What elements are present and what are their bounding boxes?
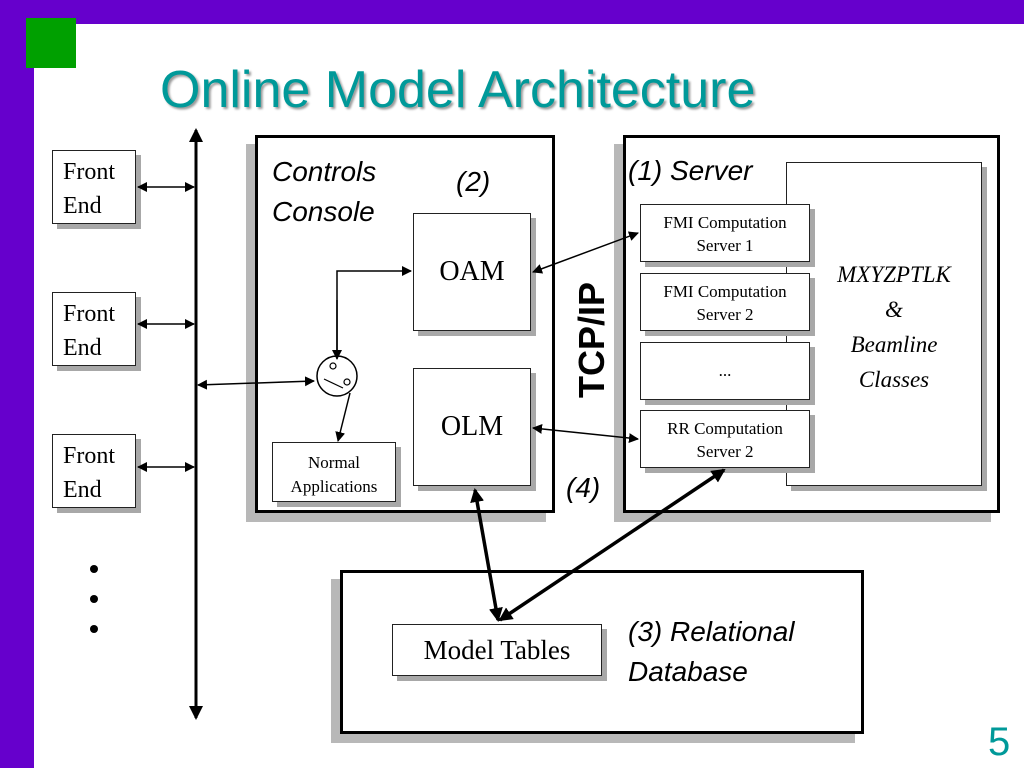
page-number: 5 [988, 720, 1011, 764]
front-end-label-2a: Front [63, 301, 116, 327]
server-label: (1) Server [628, 155, 753, 186]
switch-oam-link [336, 266, 412, 356]
controls-console-label-1: Controls [272, 156, 377, 187]
front-end-label-1a: Front [63, 159, 116, 185]
bus-switch-link [197, 376, 315, 390]
continuation-dot-2 [90, 595, 98, 603]
controls-console-number: (2) [456, 166, 491, 197]
rr-db-link [498, 468, 726, 622]
switch-icon [316, 355, 358, 397]
front-end-label-2b: End [63, 335, 102, 361]
switch-apps-link [335, 392, 351, 442]
front-end-box-2: Front End [52, 292, 136, 366]
top-accent-bar [0, 0, 1024, 24]
fmi-server-2-label-2: Server 2 [696, 305, 754, 324]
front-end-box-1: Front End [52, 150, 136, 224]
left-accent-bar [0, 0, 34, 768]
fmi-server-1-label-2: Server 1 [696, 236, 754, 255]
olm-db-link [470, 488, 503, 622]
front-end-box-3: Front End [52, 434, 136, 508]
classes-label-4: Classes [858, 367, 930, 392]
rr-server-label-2: Server 2 [696, 442, 754, 461]
normal-applications-label-1: Normal [308, 453, 360, 472]
normal-applications-label-2: Applications [290, 477, 378, 496]
database-label-1: (3) Relational [628, 616, 795, 647]
fmi-server-2-label-1: FMI Computation [663, 282, 787, 301]
classes-label-2: & [885, 297, 903, 322]
front-end-label-1b: End [63, 193, 102, 219]
controls-console-label-2: Console [272, 196, 375, 227]
front-end-label-3a: Front [63, 443, 116, 469]
oam-box: OAM [413, 213, 531, 331]
continuation-dot-1 [90, 565, 98, 573]
continuation-dot-3 [90, 625, 98, 633]
rr-server-label-1: RR Computation [667, 419, 783, 438]
fmi-server-1-label-1: FMI Computation [663, 213, 787, 232]
classes-label-1: MXYZPTLK [837, 262, 951, 287]
model-tables-box: Model Tables [392, 624, 602, 676]
olm-rr-link [532, 423, 639, 444]
slide-title: Online Model Architecture [160, 61, 756, 119]
olm-box: OLM [413, 368, 531, 486]
database-label-2: Database [628, 656, 748, 687]
fmi-server-1-box: FMI Computation Server 1 [640, 204, 810, 262]
classes-box: MXYZPTLK & Beamline Classes [786, 162, 982, 486]
server-ellipsis-box: ... [640, 342, 810, 400]
front-end-label-3b: End [63, 477, 102, 503]
rr-server-box: RR Computation Server 2 [640, 410, 810, 468]
oam-fmi-link [532, 231, 639, 274]
corner-square [26, 18, 76, 68]
classes-label-3: Beamline [850, 332, 938, 357]
fmi-server-2-box: FMI Computation Server 2 [640, 273, 810, 331]
normal-applications-box: Normal Applications [272, 442, 396, 502]
